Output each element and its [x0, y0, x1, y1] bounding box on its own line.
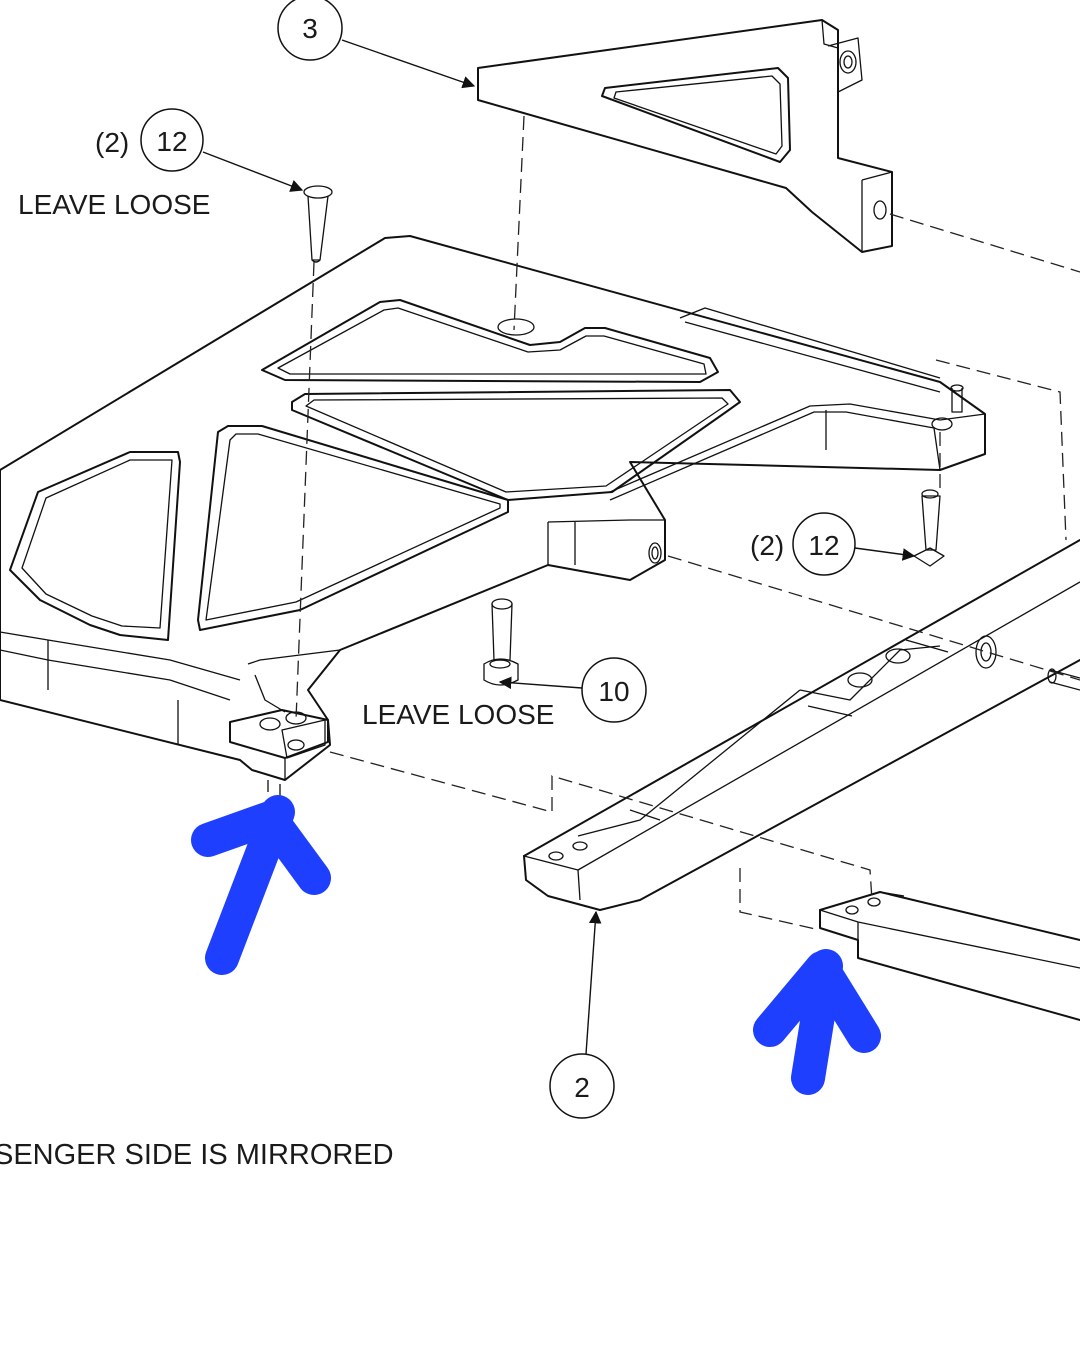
callout-12-right-number: 12: [808, 530, 839, 561]
assembly-dashed-lines: [295, 115, 1080, 931]
footer-note: SENGER SIDE IS MIRRORED: [0, 1139, 394, 1171]
blue-arrow-left: [191, 795, 331, 975]
callout-12-right-qty: (2): [750, 530, 784, 561]
callout-12-top: (2) 12 LEAVE LOOSE: [18, 108, 304, 220]
screw-10: [483, 598, 519, 686]
callout-12-right: (2) 12: [750, 512, 916, 576]
callout-2: 2: [549, 910, 615, 1119]
callout-12-top-number: 12: [156, 126, 187, 157]
screw-12-top: [303, 185, 333, 263]
bracket-part-3: [477, 19, 893, 253]
callout-12-top-note: LEAVE LOOSE: [18, 189, 210, 220]
rail-part-2: [523, 539, 1080, 911]
callout-3: 3: [277, 0, 476, 89]
main-plate: [0, 235, 986, 796]
callout-2-number: 2: [574, 1072, 590, 1103]
callout-12-top-qty: (2): [95, 127, 129, 158]
callout-10-number: 10: [598, 676, 629, 707]
blue-arrow-right: [753, 949, 881, 1095]
lower-right-tube: [819, 891, 1080, 1021]
callout-10: 10 LEAVE LOOSE: [362, 657, 647, 730]
callout-3-number: 3: [302, 13, 318, 44]
screw-12-right: [913, 384, 964, 567]
callout-10-note: LEAVE LOOSE: [362, 699, 554, 730]
